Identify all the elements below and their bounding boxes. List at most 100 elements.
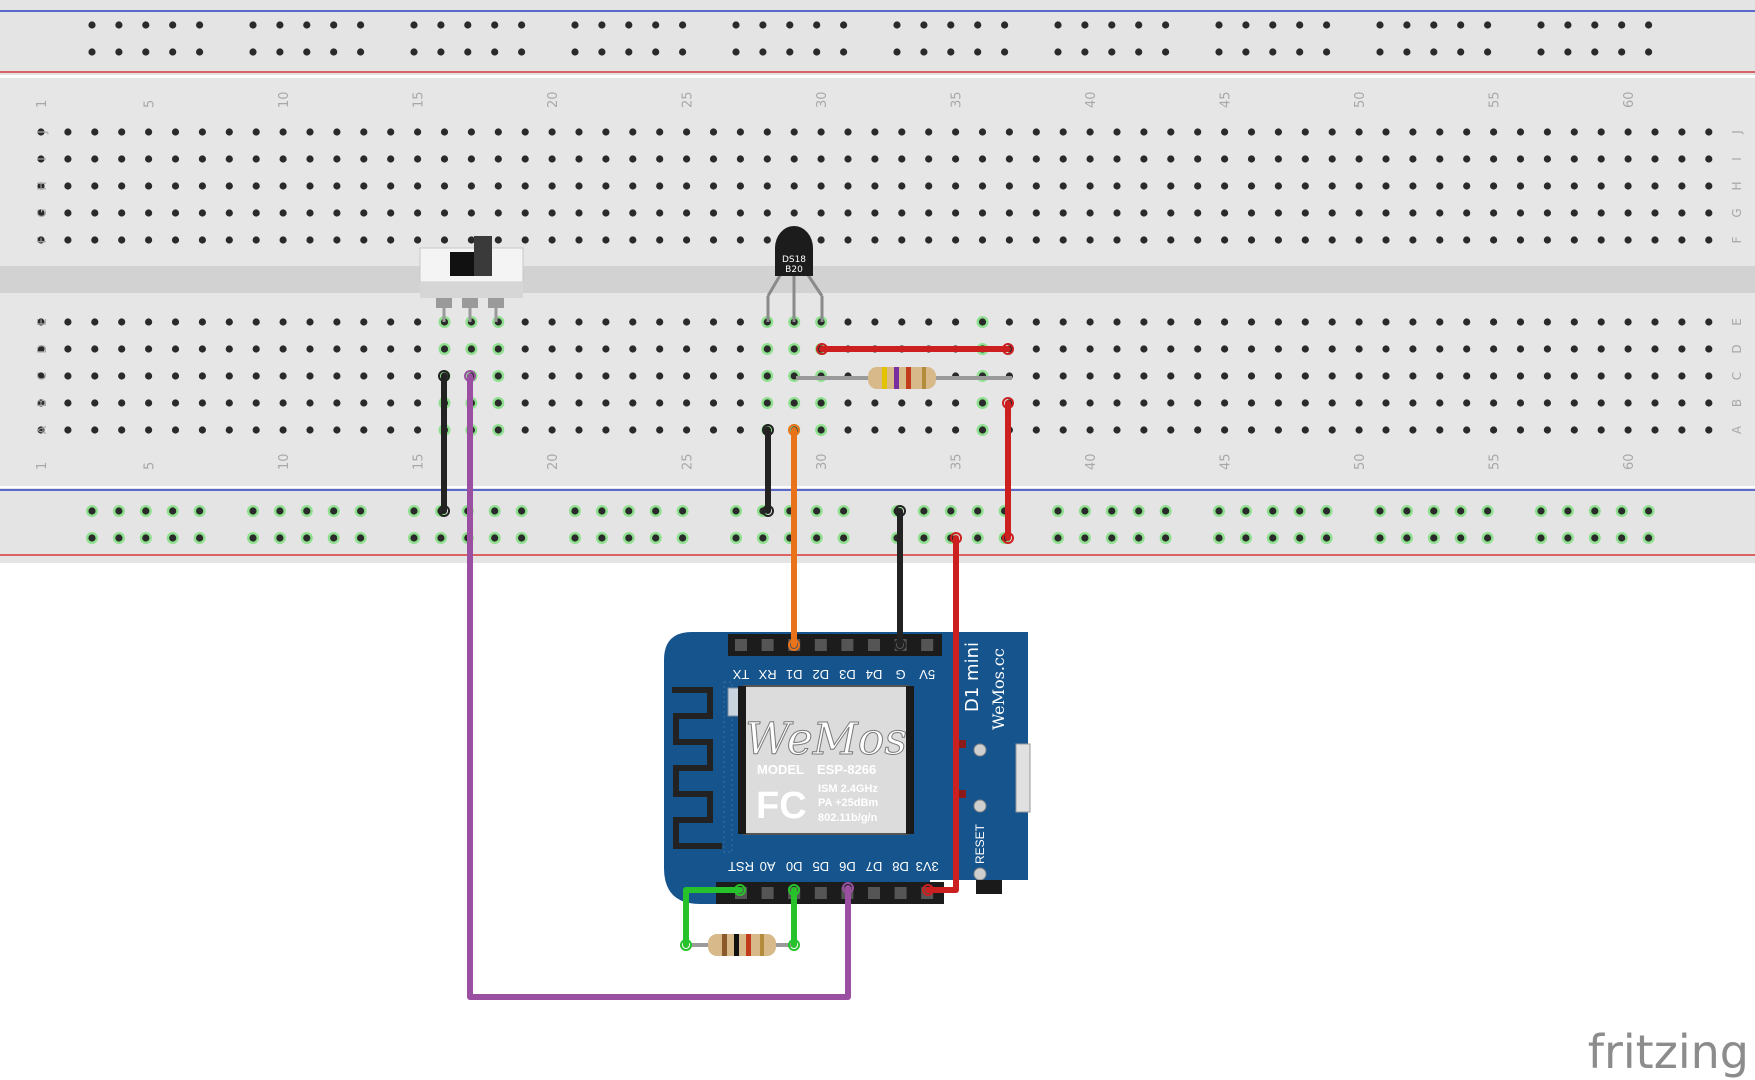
rail-hole[interactable] <box>1135 48 1143 56</box>
breadboard-hole[interactable] <box>494 209 502 217</box>
wire-black-switch-gnd[interactable] <box>438 370 450 517</box>
breadboard-hole[interactable] <box>925 209 933 217</box>
breadboard-hole[interactable] <box>1194 426 1202 434</box>
breadboard-hole[interactable] <box>145 372 153 380</box>
rail-hole[interactable] <box>196 48 204 56</box>
breadboard-hole[interactable] <box>1113 236 1121 244</box>
rail-hole[interactable] <box>1403 534 1411 542</box>
breadboard-hole[interactable] <box>736 426 745 434</box>
breadboard-hole[interactable] <box>91 182 99 190</box>
breadboard-hole[interactable] <box>1140 236 1148 244</box>
breadboard-hole[interactable] <box>844 426 852 434</box>
rail-hole[interactable] <box>1430 21 1438 29</box>
breadboard-hole[interactable] <box>64 236 72 244</box>
breadboard-hole[interactable] <box>360 372 368 380</box>
breadboard-hole[interactable] <box>817 399 825 407</box>
breadboard-hole[interactable] <box>1382 399 1390 407</box>
breadboard-hole[interactable] <box>387 182 395 190</box>
breadboard-hole[interactable] <box>37 372 45 380</box>
breadboard-hole[interactable] <box>171 372 180 380</box>
rail-hole[interactable] <box>1376 534 1384 542</box>
breadboard-hole[interactable] <box>333 209 341 217</box>
rail-hole[interactable] <box>813 534 821 542</box>
breadboard-hole[interactable] <box>1436 155 1444 163</box>
breadboard-hole[interactable] <box>763 399 771 407</box>
breadboard-hole[interactable] <box>306 345 314 353</box>
breadboard-hole[interactable] <box>1651 345 1659 353</box>
breadboard-hole[interactable] <box>1705 399 1713 407</box>
breadboard-hole[interactable] <box>1167 128 1175 136</box>
breadboard-hole[interactable] <box>1543 182 1551 190</box>
rail-hole[interactable] <box>1323 507 1331 515</box>
rail-hole[interactable] <box>1403 48 1411 56</box>
breadboard-hole[interactable] <box>467 209 475 217</box>
rail-hole[interactable] <box>88 507 96 515</box>
breadboard-hole[interactable] <box>118 399 126 407</box>
breadboard-hole[interactable] <box>521 345 529 353</box>
breadboard-hole[interactable] <box>1490 399 1498 407</box>
breadboard-hole[interactable] <box>1382 426 1390 434</box>
breadboard-hole[interactable] <box>1221 399 1229 407</box>
breadboard-hole[interactable] <box>252 209 260 217</box>
rail-hole[interactable] <box>571 507 579 515</box>
breadboard-hole[interactable] <box>736 345 745 353</box>
header-pin[interactable] <box>921 639 934 651</box>
breadboard-hole[interactable] <box>1678 426 1686 434</box>
breadboard-hole[interactable] <box>1005 209 1014 217</box>
rail-hole[interactable] <box>974 21 982 29</box>
breadboard-hole[interactable] <box>575 399 583 407</box>
breadboard-hole[interactable] <box>225 209 233 217</box>
header-pin[interactable] <box>814 887 827 899</box>
breadboard-hole[interactable] <box>1274 182 1282 190</box>
breadboard-hole[interactable] <box>387 399 395 407</box>
rail-hole[interactable] <box>679 48 687 56</box>
breadboard-hole[interactable] <box>1140 155 1148 163</box>
breadboard-hole[interactable] <box>709 209 718 217</box>
breadboard-hole[interactable] <box>1651 426 1659 434</box>
breadboard-hole[interactable] <box>467 182 475 190</box>
breadboard-hole[interactable] <box>602 426 610 434</box>
breadboard-hole[interactable] <box>1221 236 1229 244</box>
breadboard-hole[interactable] <box>1409 426 1417 434</box>
breadboard-hole[interactable] <box>1705 128 1713 136</box>
breadboard-hole[interactable] <box>1355 426 1363 434</box>
rail-hole[interactable] <box>410 507 418 515</box>
rail-hole[interactable] <box>410 48 418 56</box>
rail-hole[interactable] <box>625 48 633 56</box>
breadboard-hole[interactable] <box>225 426 233 434</box>
breadboard-hole[interactable] <box>252 426 260 434</box>
breadboard-hole[interactable] <box>575 426 583 434</box>
breadboard-hole[interactable] <box>629 182 637 190</box>
breadboard-hole[interactable] <box>1516 128 1525 136</box>
breadboard-hole[interactable] <box>1167 399 1175 407</box>
breadboard-hole[interactable] <box>952 399 960 407</box>
breadboard-hole[interactable] <box>414 128 422 136</box>
breadboard-hole[interactable] <box>37 236 45 244</box>
rail-hole[interactable] <box>1564 21 1572 29</box>
rail-hole[interactable] <box>303 507 311 515</box>
breadboard-hole[interactable] <box>440 155 449 163</box>
breadboard-hole[interactable] <box>440 128 449 136</box>
breadboard-hole[interactable] <box>1651 155 1659 163</box>
breadboard-hole[interactable] <box>252 345 260 353</box>
breadboard-hole[interactable] <box>333 182 341 190</box>
breadboard-hole[interactable] <box>1167 426 1175 434</box>
breadboard-hole[interactable] <box>898 182 906 190</box>
breadboard-hole[interactable] <box>1005 155 1014 163</box>
breadboard-hole[interactable] <box>1194 182 1202 190</box>
breadboard-hole[interactable] <box>1678 128 1686 136</box>
breadboard-hole[interactable] <box>1705 236 1713 244</box>
breadboard-hole[interactable] <box>306 128 314 136</box>
breadboard-hole[interactable] <box>1059 182 1067 190</box>
breadboard-hole[interactable] <box>1113 372 1121 380</box>
rail-hole[interactable] <box>1591 534 1599 542</box>
resistor-breadboard[interactable] <box>796 367 1012 389</box>
breadboard-hole[interactable] <box>925 128 933 136</box>
rail-hole[interactable] <box>437 21 445 29</box>
breadboard-hole[interactable] <box>1624 182 1632 190</box>
breadboard-hole[interactable] <box>1113 128 1121 136</box>
rail-hole[interactable] <box>1296 534 1304 542</box>
breadboard-hole[interactable] <box>1032 372 1040 380</box>
breadboard-hole[interactable] <box>118 345 126 353</box>
breadboard-hole[interactable] <box>64 182 72 190</box>
